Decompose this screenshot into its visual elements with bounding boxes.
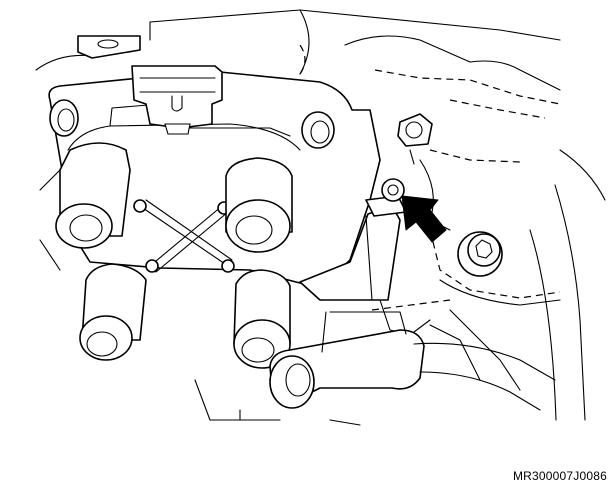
figure-reference-code: MR300007J0086 — [512, 469, 607, 483]
mounting-bracket — [299, 178, 407, 301]
pointer-arrow-icon — [401, 195, 447, 243]
mounting-tab — [77, 35, 141, 59]
coil-tower-upper-right — [225, 157, 293, 253]
coil-tower-upper-left — [55, 142, 131, 249]
bolt-right — [457, 231, 503, 277]
coil-ribs — [133, 199, 235, 273]
coil-tower-lower-left — [79, 263, 147, 361]
bolt-upper — [397, 113, 433, 165]
engine-background-outline — [35, 9, 606, 426]
lead-hose — [269, 311, 556, 411]
ignition-coil-body — [48, 69, 381, 285]
electrical-connector — [131, 65, 223, 135]
